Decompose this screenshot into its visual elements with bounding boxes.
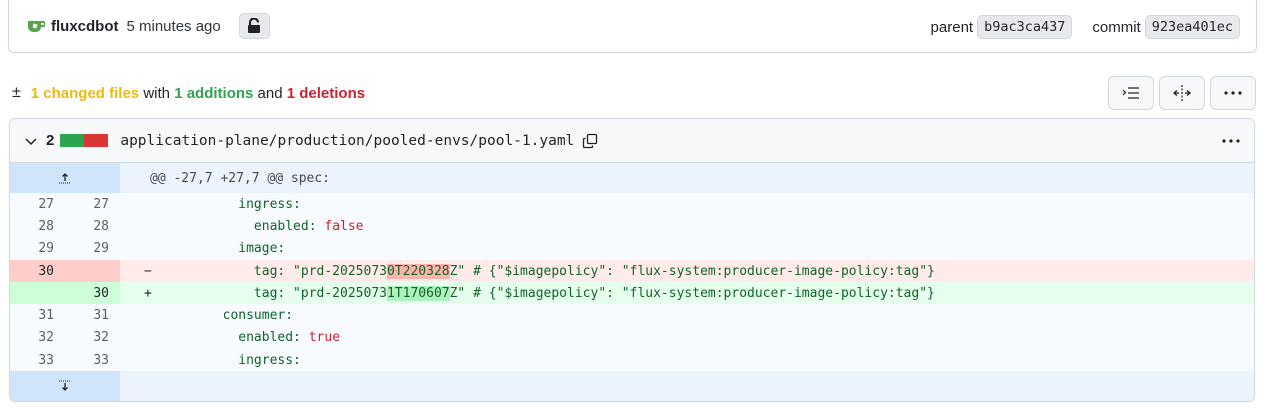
expand-down-button[interactable] [10, 371, 120, 401]
changed-files-count: 1 changed files [30, 84, 140, 102]
file-diff: 2 application-plane/production/pooled-en… [9, 118, 1255, 402]
split-view-icon [1173, 85, 1191, 101]
chevron-down-icon[interactable] [24, 134, 38, 148]
code: ingress: [160, 352, 301, 368]
parent-label: parent [930, 18, 974, 36]
diff-toolbar [1108, 76, 1256, 110]
commit-label: commit [1092, 18, 1141, 36]
old-line-number[interactable]: 28 [38, 218, 54, 234]
diff-line: 32 32 enabled: true [10, 326, 1254, 350]
old-line-number[interactable]: 29 [38, 241, 54, 257]
diff-summary: ± 1 changed files with 1 additions and 1… [12, 84, 365, 102]
toc-button[interactable] [1108, 76, 1154, 110]
copy-icon[interactable] [582, 133, 598, 149]
new-line-number[interactable]: 28 [93, 218, 109, 234]
commit-sha[interactable]: 923ea401ec [1144, 15, 1240, 39]
code: enabled: true [150, 330, 340, 345]
toc-icon [1122, 87, 1139, 99]
file-path[interactable]: application-plane/production/pooled-envs… [120, 132, 575, 149]
code-text: Z" # {"$imagepolicy": "flux-system:produ… [449, 285, 935, 301]
new-line-number[interactable]: 33 [93, 352, 109, 368]
code: image: [160, 241, 286, 257]
expand-up-icon [59, 173, 71, 184]
file-header: 2 application-plane/production/pooled-en… [10, 119, 1254, 163]
new-line-number[interactable]: 30 [93, 285, 109, 301]
commit-author[interactable]: fluxcdbot [51, 17, 119, 35]
expand-up-button[interactable] [10, 163, 120, 193]
old-line-number[interactable]: 31 [38, 308, 54, 324]
split-view-button[interactable] [1159, 76, 1205, 110]
code-value: false [324, 218, 364, 234]
added-line: 30 + tag: "prd-20250731T170607Z" # {"$im… [10, 282, 1254, 305]
more-options-button[interactable] [1210, 76, 1256, 110]
code-text: enabled: [160, 218, 325, 234]
old-line-number[interactable]: 30 [38, 263, 54, 279]
parent-sha[interactable]: b9ac3ca437 [977, 15, 1073, 39]
removed-highlight: 0T220328 [386, 263, 450, 279]
diff-table: @@ -27,7 +27,7 @@ spec: 27 27 ingress: 28… [10, 163, 1254, 401]
code-text: tag: "prd-2025073 [160, 263, 387, 279]
code: tag: "prd-20250730T220328Z" # {"$imagepo… [150, 263, 935, 279]
code-value: true [308, 330, 341, 346]
new-line-number[interactable]: 32 [93, 330, 109, 346]
code: ingress: [160, 196, 301, 212]
deleted-line: 30 − tag: "prd-20250730T220328Z" # {"$im… [10, 259, 1254, 283]
new-line-number[interactable]: 27 [93, 196, 109, 212]
diff-line: 27 27 ingress: [10, 193, 1254, 216]
diff-line: 33 33 ingress: [10, 349, 1254, 372]
additions-count: 1 additions [174, 84, 254, 102]
unlock-icon [248, 18, 261, 33]
minus-marker: − [144, 263, 152, 279]
unlock-button[interactable] [238, 13, 270, 39]
new-line-number[interactable]: 31 [93, 308, 109, 324]
expand-down-icon [59, 380, 71, 392]
old-line-number[interactable]: 27 [38, 196, 54, 212]
file-more-icon[interactable] [1222, 138, 1240, 143]
diff-line: 29 29 image: [10, 237, 1254, 260]
old-line-number[interactable]: 32 [38, 330, 54, 346]
hunk-header: @@ -27,7 +27,7 @@ spec: [150, 170, 331, 186]
diff-line: 31 31 consumer: [10, 304, 1254, 327]
code-text: enabled: [160, 330, 309, 346]
more-icon [1224, 91, 1242, 95]
hunk-header-row: @@ -27,7 +27,7 @@ spec: [10, 163, 1254, 193]
plus-minus-icon: ± [12, 84, 21, 101]
diff-line: 28 28 enabled: false [10, 215, 1254, 238]
code-text: Z" # {"$imagepolicy": "flux-system:produ… [449, 263, 935, 279]
fluxcd-bot-icon [25, 19, 46, 33]
plus-marker: + [144, 285, 152, 301]
code: tag: "prd-20250731T170607Z" # {"$imagepo… [150, 285, 935, 301]
commit-time: 5 minutes ago [126, 17, 221, 35]
expand-footer-row [10, 371, 1254, 401]
code: consumer: [160, 308, 294, 324]
change-count: 2 [46, 132, 55, 149]
new-line-number[interactable]: 29 [93, 241, 109, 257]
code: enabled: false [150, 219, 364, 234]
summary-with: with [143, 84, 171, 102]
old-line-number[interactable]: 33 [38, 352, 54, 368]
commit-info-box: fluxcdbot 5 minutes ago parent b9ac3ca43… [8, 0, 1257, 53]
summary-and: and [257, 84, 283, 102]
code-text: tag: "prd-2025073 [160, 285, 387, 301]
added-highlight: 1T170607 [386, 285, 450, 301]
deletions-count: 1 deletions [286, 84, 366, 102]
diffstat-bar [60, 134, 109, 147]
